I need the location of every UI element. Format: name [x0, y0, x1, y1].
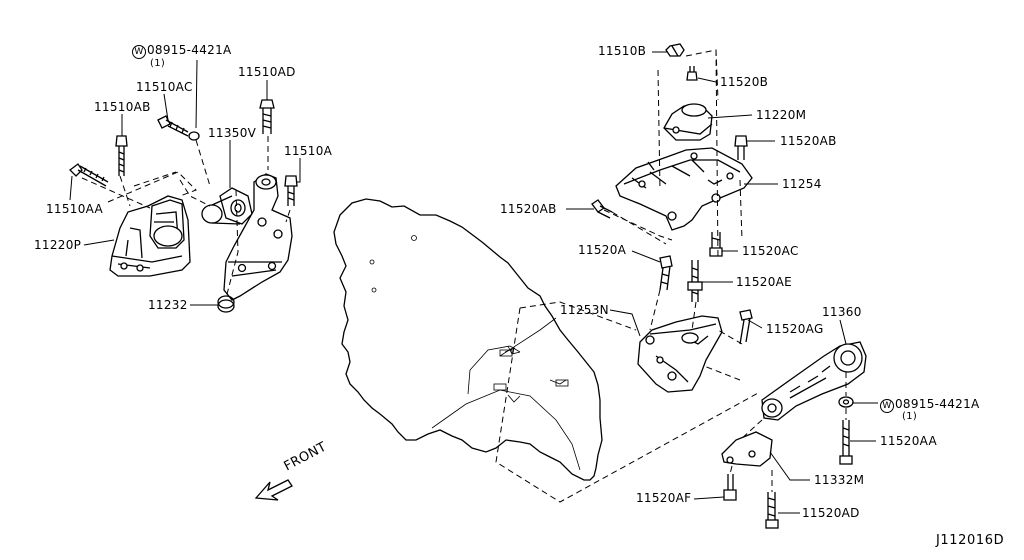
leader-dashed-left	[81, 136, 291, 299]
label-11520AC: 11520AC	[742, 244, 799, 258]
label-11332M: 11332M	[814, 473, 865, 487]
label-11520AD: 11520AD	[802, 506, 860, 520]
bolt-11520AA	[839, 420, 853, 465]
bolt-11520AG	[739, 309, 753, 345]
bolt-11510B	[665, 43, 685, 57]
label-11510AA: 11510AA	[46, 202, 104, 216]
stud-11520AE	[687, 260, 703, 302]
bolt-11520A	[659, 255, 673, 291]
bolt-11510AB	[115, 135, 128, 176]
nut-11520B	[686, 66, 698, 81]
label-11253N: 11253N	[560, 303, 609, 317]
washer-symbol-icon: W	[880, 399, 894, 413]
washer-symbol-icon: W	[132, 45, 146, 59]
label-11520AA: 11520AA	[880, 434, 938, 448]
bracket-11253N	[637, 315, 723, 393]
bracket-11232	[217, 173, 293, 313]
label-11520AE: 11520AE	[736, 275, 793, 289]
leader-lines	[69, 51, 878, 514]
bolt-11520AD	[765, 492, 779, 529]
bolt-11520AB-right	[734, 135, 748, 160]
leader-dashed-right-top	[603, 49, 743, 261]
bolt-11510AD	[259, 99, 275, 134]
label-11232: 11232	[148, 298, 188, 312]
leader-dashed-right-mid	[495, 211, 761, 503]
label-11360: 11360	[822, 305, 862, 319]
bolt-11520AF	[723, 474, 737, 501]
leader-dashed-right-bot	[729, 372, 847, 492]
diagram-code: J112016D	[936, 533, 1005, 548]
front-arrow-icon	[254, 479, 293, 501]
bolt-11510A	[284, 175, 298, 206]
label-11510B: 11510B	[598, 44, 647, 58]
mount-11220M	[663, 103, 713, 141]
label-11510A: 11510A	[284, 144, 333, 158]
label-11510AD: 11510AD	[238, 65, 296, 79]
label-11510AB: 11510AB	[94, 100, 151, 114]
label-11520AB-left: 11520AB	[500, 202, 557, 216]
label-11520AF: 11520AF	[636, 491, 692, 505]
label-11520B: 11520B	[720, 75, 769, 89]
label-11254: 11254	[782, 177, 822, 191]
bolt-11510AA	[69, 163, 109, 187]
engine-block	[333, 198, 603, 481]
label-11520A: 11520A	[578, 243, 627, 257]
bolt-11520AB-left	[591, 199, 613, 219]
bolt-11510AC	[157, 115, 200, 141]
bolt-11520AC	[709, 232, 723, 257]
label-11220M: 11220M	[756, 108, 807, 122]
label-11220P: 11220P	[34, 238, 82, 252]
mount-11220P	[109, 195, 191, 277]
torque-rod-11360	[761, 341, 867, 421]
bracket-11332M	[721, 431, 773, 467]
label-11510AC: 11510AC	[136, 80, 193, 94]
label-11350V: 11350V	[208, 126, 257, 140]
mount-11350V	[201, 187, 253, 225]
label-washer-top-qty: (1)	[150, 58, 166, 69]
label-11520AG: 11520AG	[766, 322, 824, 336]
washer-right	[838, 396, 854, 408]
label-washer-right-qty: (1)	[902, 411, 918, 422]
label-11520AB-right: 11520AB	[780, 134, 837, 148]
bracket-11254	[615, 147, 753, 231]
